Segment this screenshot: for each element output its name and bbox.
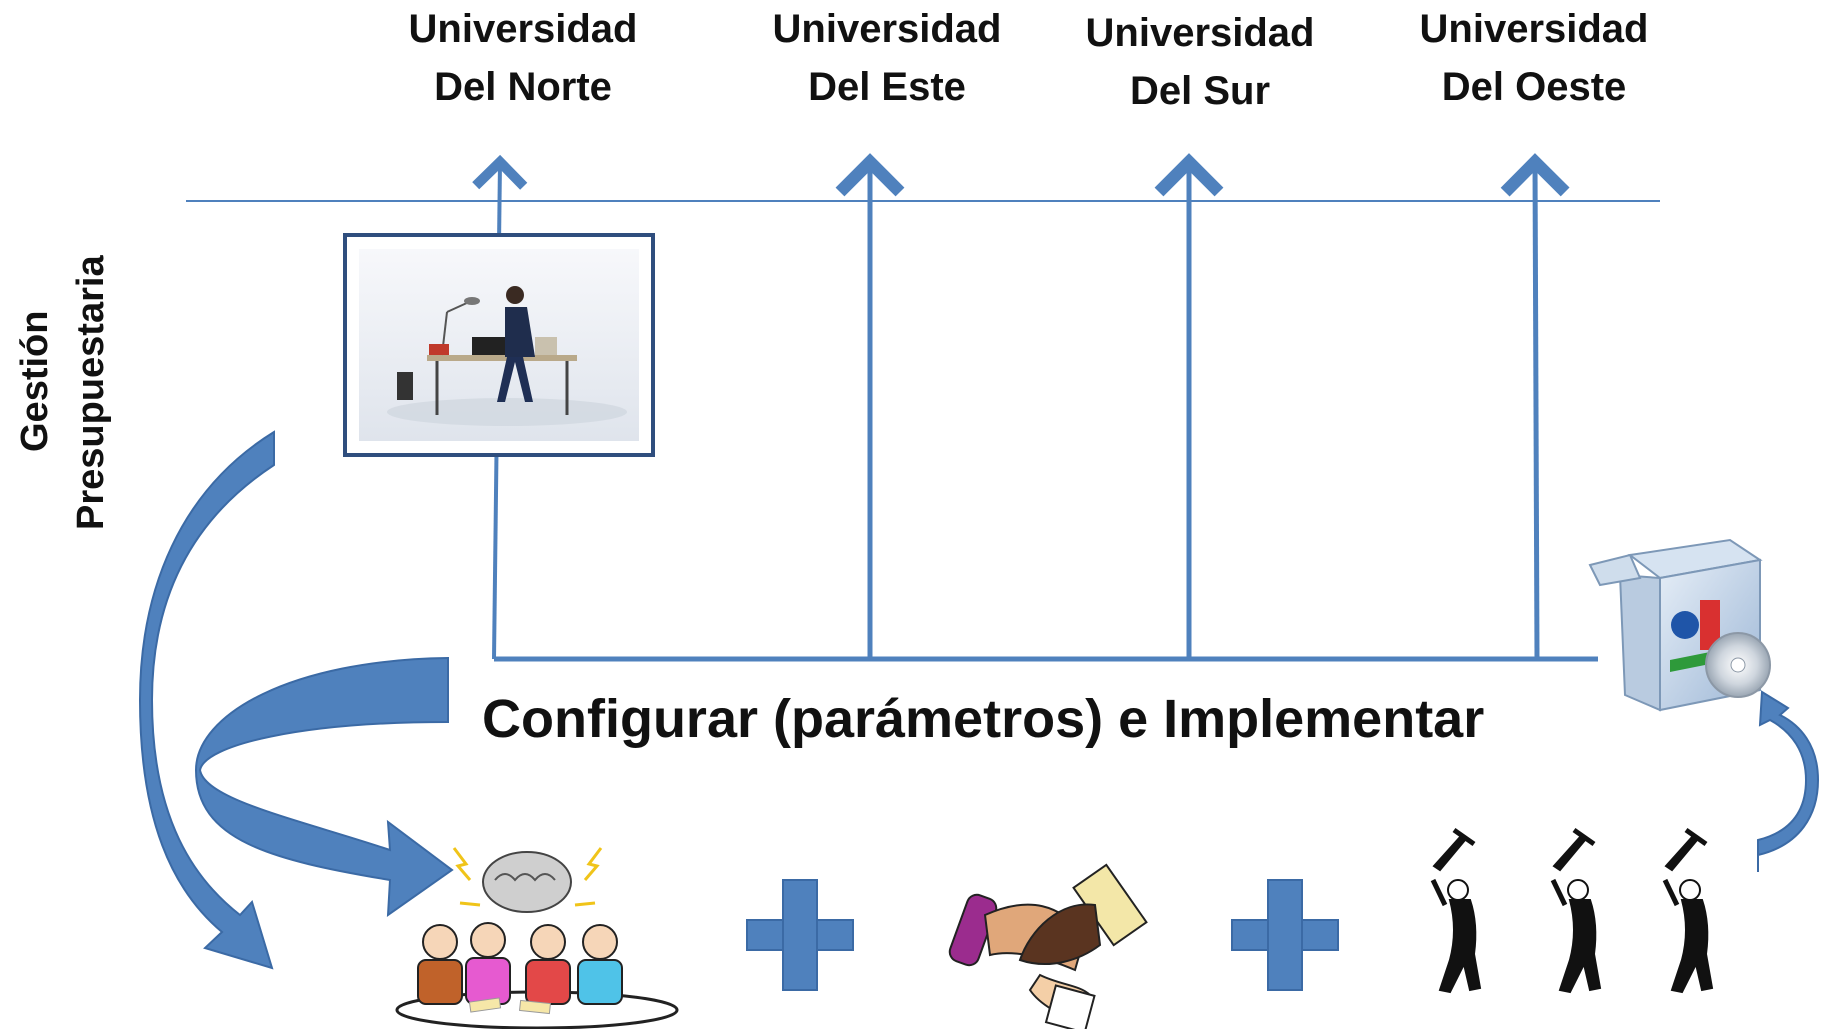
plus-icon <box>1231 879 1339 991</box>
university-north-line2: Del Norte <box>434 65 612 109</box>
bottom-label: Configurar (parámetros) e Implementar <box>482 689 1485 749</box>
large-curved-arrow <box>194 656 454 918</box>
workers-digging-icon <box>1430 827 1714 994</box>
university-east-line2: Del Este <box>808 65 966 109</box>
university-south-line2: Del Sur <box>1129 69 1271 113</box>
university-south-line1: Universidad <box>1085 11 1315 55</box>
university-east-label: Universidad Del Este <box>737 0 1037 116</box>
university-north-label: Universidad Del Norte <box>373 0 673 116</box>
university-north-line1: Universidad <box>408 7 638 51</box>
university-south-label: Universidad Del Sur <box>1050 4 1350 120</box>
university-west-label: Universidad Del Oeste <box>1384 0 1684 116</box>
handshake-icon <box>948 863 1148 1029</box>
university-east-line1: Universidad <box>772 7 1002 51</box>
office-worker-icon <box>359 249 639 441</box>
arrow-to-west <box>1500 153 1570 660</box>
brainstorm-meeting-icon <box>395 847 679 1029</box>
plus-icon <box>746 879 854 991</box>
left-curved-arrow <box>138 430 275 970</box>
university-west-line1: Universidad <box>1419 7 1649 51</box>
software-box-icon <box>1588 538 1771 712</box>
right-curved-arrow <box>1757 690 1820 872</box>
university-west-line2: Del Oeste <box>1441 65 1627 109</box>
office-worker-photo <box>343 233 655 457</box>
